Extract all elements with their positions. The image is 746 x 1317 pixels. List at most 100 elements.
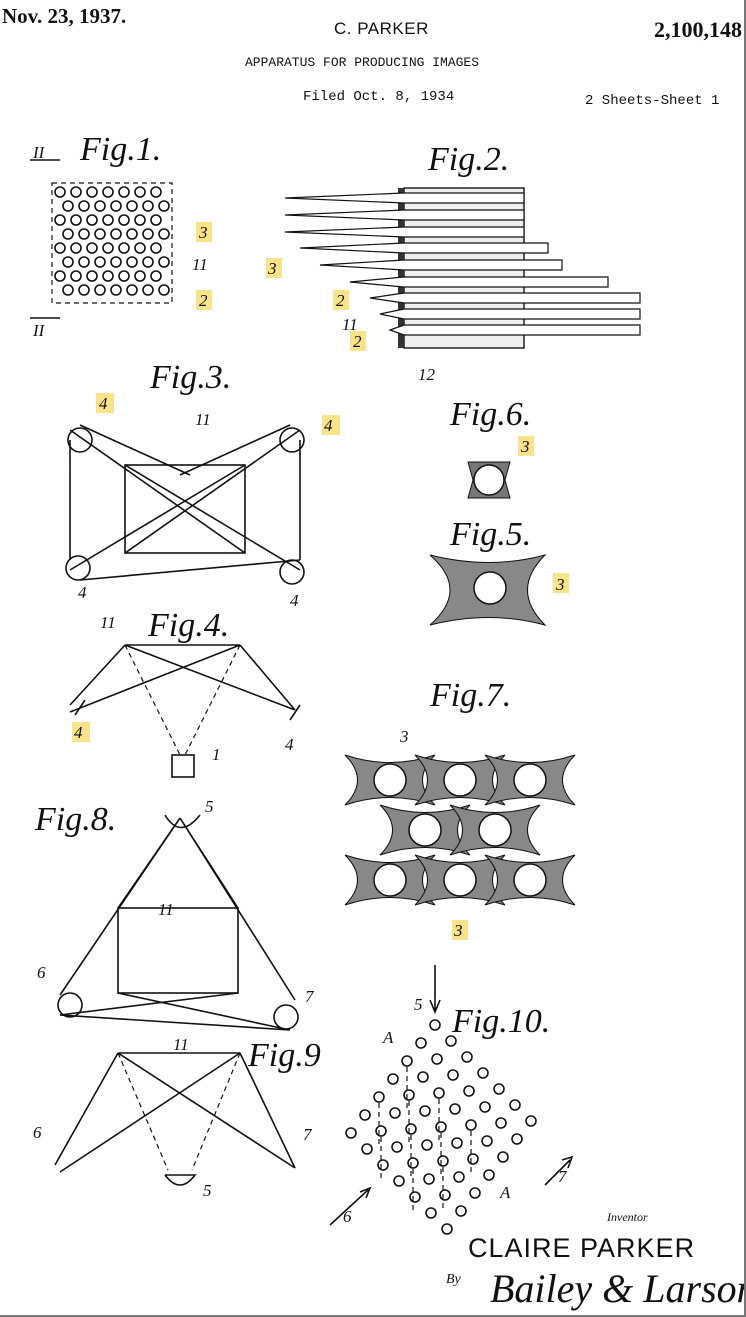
pin-hole (62, 256, 74, 268)
numeral-II: II (32, 321, 46, 340)
numeral-A: A (499, 1183, 511, 1202)
numeral-2: 2 (199, 291, 208, 310)
fig9-label: Fig.9 (247, 1037, 321, 1074)
numeral-1: 1 (212, 745, 221, 764)
pin-hole (150, 214, 162, 226)
numeral-11: 11 (342, 315, 358, 334)
numeral-3: 3 (267, 259, 277, 278)
numeral-4: 4 (285, 735, 294, 754)
pin (389, 1107, 401, 1119)
pin-hole (94, 228, 106, 240)
pin-hole (126, 228, 138, 240)
pin-hole (134, 242, 146, 254)
fig1-label: Fig.1. (79, 131, 161, 168)
numeral-11: 11 (100, 613, 116, 632)
pin-head (373, 763, 407, 797)
pin-hole (78, 200, 90, 212)
pin-hole (126, 256, 138, 268)
pin-hole (142, 256, 154, 268)
pin (361, 1143, 373, 1155)
numeral-3: 3 (198, 223, 208, 242)
pin-hole (54, 214, 66, 226)
pin (379, 308, 641, 320)
fig6-pin-shadow (467, 461, 511, 499)
numeral-II: II (32, 143, 46, 162)
pin (441, 1223, 453, 1235)
pin-hole (134, 214, 146, 226)
pin-hole (110, 284, 122, 296)
pin (463, 1085, 475, 1097)
numeral-6: 6 (37, 963, 46, 982)
pin (433, 1087, 445, 1099)
pin-head (513, 763, 547, 797)
patent-number: 2,100,148 (654, 17, 742, 42)
pin (435, 1121, 447, 1133)
numeral-11: 11 (173, 1035, 189, 1054)
fig1-pinboard (30, 159, 173, 319)
pin (409, 1191, 421, 1203)
pin (345, 1127, 357, 1139)
fig8-label: Fig.8. (34, 801, 116, 838)
numeral-3: 3 (555, 575, 565, 594)
pin (405, 1123, 417, 1135)
pin (429, 1019, 441, 1031)
pin-hole (134, 270, 146, 282)
pin-hole (62, 228, 74, 240)
numeral-A: A (382, 1028, 394, 1047)
pin (461, 1051, 473, 1063)
pin-hole (86, 270, 98, 282)
numeral-3: 3 (399, 727, 409, 746)
pin-hole (86, 214, 98, 226)
fig2-pin-section (284, 187, 641, 349)
pin-hole (94, 284, 106, 296)
numeral-4: 4 (78, 583, 87, 602)
numeral-3: 3 (453, 921, 463, 940)
by-label: By (446, 1272, 461, 1287)
numeral-11: 11 (158, 900, 174, 919)
fig2-label: Fig.2. (427, 141, 509, 178)
numeral-11: 11 (195, 410, 211, 429)
numeral-4: 4 (99, 394, 108, 413)
pin (407, 1157, 419, 1169)
pin (359, 1109, 371, 1121)
numeral-11: 11 (192, 255, 208, 274)
fig4-side-view (69, 644, 301, 778)
pin-hole (110, 200, 122, 212)
pin (525, 1115, 537, 1127)
pin (377, 1159, 389, 1171)
pin-hole (102, 186, 114, 198)
pin (455, 1205, 467, 1217)
pin (425, 1207, 437, 1219)
fig5-pin-shadow (429, 554, 547, 626)
numeral-4: 4 (74, 723, 83, 742)
pin (493, 1083, 505, 1095)
fig3-light-arrangement (65, 424, 305, 585)
numeral-6: 6 (343, 1207, 352, 1226)
fig10-pin-grid (329, 965, 574, 1235)
pin-hole (118, 186, 130, 198)
pin (453, 1171, 465, 1183)
inventor-label: Inventor (607, 1210, 648, 1224)
pin (497, 1151, 509, 1163)
highlights (72, 222, 569, 940)
numeral-5: 5 (203, 1181, 212, 1200)
fig7-shadow-pattern (344, 754, 576, 906)
pin-hole (110, 228, 122, 240)
fig3-label: Fig.3. (149, 359, 231, 396)
pin-hole (102, 270, 114, 282)
numeral-2: 2 (336, 291, 345, 310)
pin (483, 1169, 495, 1181)
pin-hole (94, 256, 106, 268)
pin-hole (126, 284, 138, 296)
attorney-signature: Bailey & Larson (490, 1266, 746, 1311)
pin-head (513, 863, 547, 897)
numeral-6: 6 (33, 1123, 42, 1142)
pin-hole (158, 284, 170, 296)
pin-head (443, 863, 477, 897)
pin (439, 1189, 451, 1201)
pin-hole (70, 186, 82, 198)
pin-head (443, 763, 477, 797)
pin-hole (94, 200, 106, 212)
pin (465, 1119, 477, 1131)
